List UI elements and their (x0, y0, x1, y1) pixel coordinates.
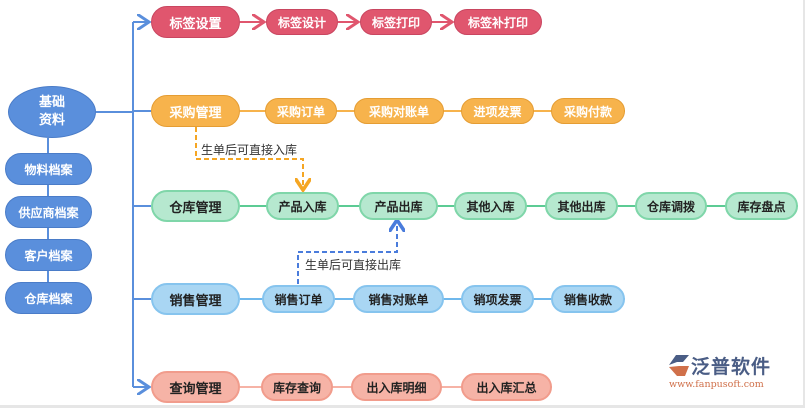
root-node-basic-data[interactable]: 基础资料 (8, 86, 96, 138)
node-purchase-statement[interactable]: 采购对账单 (354, 98, 444, 124)
node-purchase-order[interactable]: 采购订单 (265, 98, 337, 124)
node-label-reprint[interactable]: 标签补打印 (454, 9, 542, 35)
node-product-in[interactable]: 产品入库 (266, 192, 339, 220)
node-purchase-payment[interactable]: 采购付款 (551, 98, 625, 124)
note-sales-to-stock: 生单后可直接出库 (305, 258, 402, 272)
category-query[interactable]: 查询管理 (151, 371, 240, 403)
archive-material[interactable]: 物料档案 (5, 153, 92, 185)
node-product-out[interactable]: 产品出库 (359, 192, 438, 220)
node-sales-statement[interactable]: 销售对账单 (353, 285, 444, 313)
root-label-1: 基础 (38, 95, 65, 110)
archive-customer[interactable]: 客户档案 (5, 239, 92, 271)
logo-url: www.fanpusoft.com (669, 379, 764, 390)
node-stock-query[interactable]: 库存查询 (261, 373, 333, 401)
category-warehouse[interactable]: 仓库管理 (151, 190, 240, 222)
branch-arrows (133, 22, 151, 387)
node-other-out[interactable]: 其他出库 (545, 192, 618, 220)
node-output-invoice[interactable]: 销项发票 (461, 285, 534, 313)
node-other-in[interactable]: 其他入库 (454, 192, 527, 220)
node-sales-order[interactable]: 销售订单 (262, 285, 335, 313)
dashed-arrow-sales (297, 224, 397, 284)
node-transfer[interactable]: 仓库调拨 (635, 192, 707, 220)
category-label-settings[interactable]: 标签设置 (151, 6, 240, 38)
node-label-design[interactable]: 标签设计 (266, 9, 338, 35)
node-label-print[interactable]: 标签打印 (360, 9, 432, 35)
note-purchase-to-stock: 生单后可直接入库 (201, 143, 298, 157)
node-input-invoice[interactable]: 进项发票 (461, 98, 534, 124)
archive-warehouse[interactable]: 仓库档案 (5, 282, 92, 314)
dashed-arrow-purchase (195, 127, 303, 186)
node-sales-receipt[interactable]: 销售收款 (551, 285, 625, 313)
root-label-2: 资料 (38, 113, 65, 128)
logo-name: 泛普软件 (691, 356, 772, 378)
category-sales[interactable]: 销售管理 (151, 283, 240, 315)
archive-supplier[interactable]: 供应商档案 (5, 196, 92, 228)
node-inout-summary[interactable]: 出入库汇总 (461, 373, 552, 401)
node-stocktake[interactable]: 库存盘点 (725, 192, 798, 220)
logo: 泛普软件 www.fanpusoft.com (665, 352, 795, 394)
node-inout-detail[interactable]: 出入库明细 (351, 373, 442, 401)
category-purchase[interactable]: 采购管理 (151, 95, 240, 127)
logo-icon (669, 355, 689, 376)
